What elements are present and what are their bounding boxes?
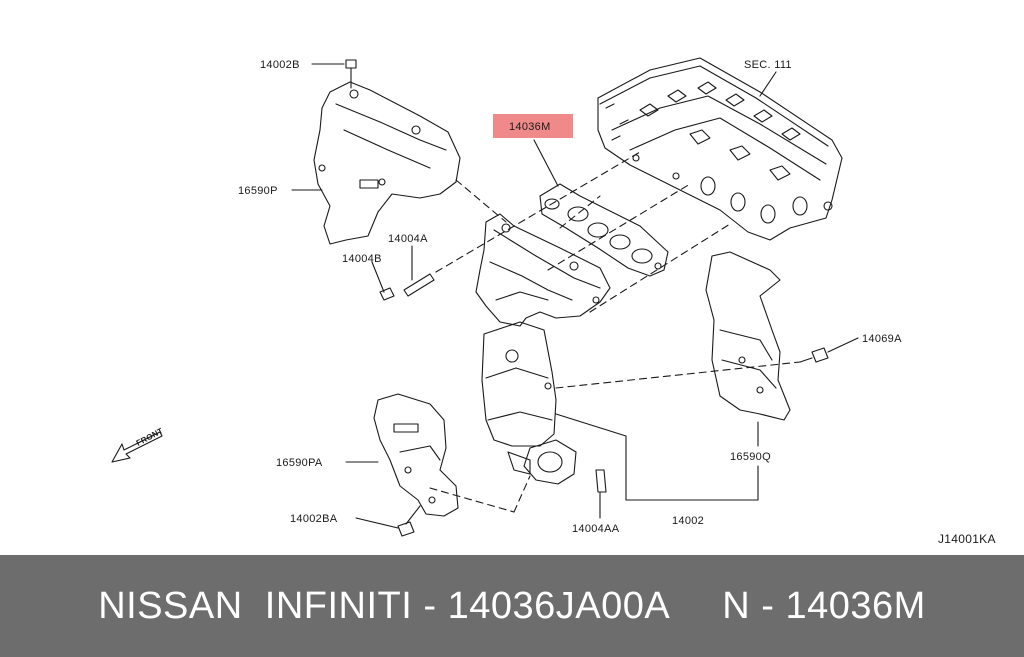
heat-insulator-16590Q-drawing (705, 251, 791, 421)
leader-14069A (827, 337, 859, 353)
label-16590P: 16590P (238, 185, 278, 197)
cylinder-head-drawing (597, 57, 843, 241)
footer-part-number: 14036JA00A (447, 584, 671, 627)
label-14002B: 14002B (260, 59, 300, 71)
label-14004AA: 14004AA (572, 523, 620, 535)
diagram-code: J14001KA (938, 532, 996, 546)
label-14002: 14002 (672, 515, 704, 527)
parts-diagram: 14002B 16590P 14004A 14004B 14036M SEC. … (111, 57, 996, 546)
gasket-drawing (539, 183, 669, 277)
heat-insulator-16590P-drawing (313, 81, 461, 245)
exhaust-manifold-illustration: 14002B 16590P 14004A 14004B 14036M SEC. … (111, 57, 996, 546)
bolt-14002B-drawing (345, 59, 357, 89)
assembly-dashed-lines (429, 151, 801, 513)
highlight-14036M (493, 114, 573, 138)
footer-bar: NISSAN INFINITI - 14036JA00A N - 14036M (0, 555, 1024, 657)
leader-14002BA (355, 517, 399, 529)
leader-14004B (371, 261, 385, 293)
label-14069A: 14069A (862, 333, 902, 345)
stud-14004AA-drawing (595, 469, 607, 493)
heat-insulator-16590PA-drawing (373, 393, 459, 517)
footer-text: NISSAN INFINITI - 14036JA00A N - 14036M (98, 585, 926, 628)
bolt-14069A-drawing (799, 347, 829, 363)
gasket-leader (533, 139, 559, 187)
sec111-leader (759, 71, 777, 97)
leader-14002-bracket (555, 413, 759, 501)
bolt-14002BA-drawing (397, 505, 421, 537)
footer-separator: - (412, 584, 448, 627)
stud-14004A-drawing (379, 273, 435, 301)
footer-brand: NISSAN INFINITI (98, 584, 413, 627)
label-sec111: SEC. 111 (744, 59, 792, 71)
label-14002BA: 14002BA (290, 513, 338, 525)
front-arrow-icon (111, 431, 163, 463)
label-14004B: 14004B (342, 253, 382, 265)
label-14036M: 14036M (509, 121, 551, 133)
footer-ref: N - 14036M (722, 584, 926, 627)
label-14004A: 14004A (388, 233, 428, 245)
exhaust-manifold-drawing (475, 213, 611, 485)
label-16590PA: 16590PA (276, 457, 323, 469)
label-16590Q: 16590Q (730, 451, 771, 463)
